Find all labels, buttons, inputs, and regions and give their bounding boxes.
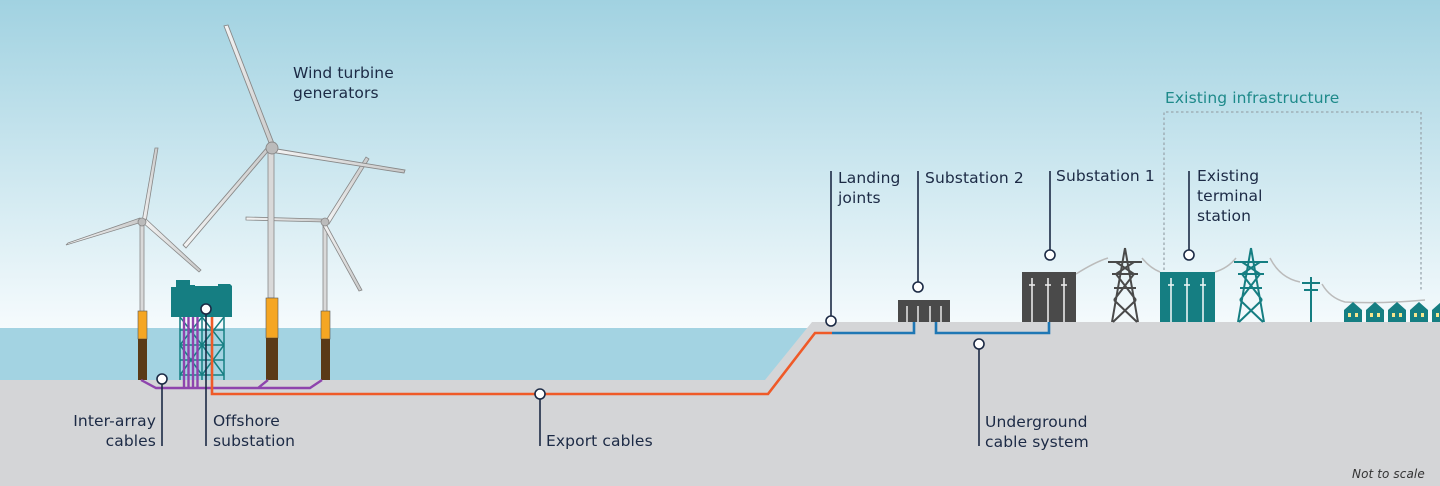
transmission-tower-teal	[1234, 247, 1268, 323]
substation-1-marker	[1044, 249, 1056, 261]
substation-2-marker	[912, 281, 924, 293]
terminal-station-marker	[1183, 249, 1195, 261]
overhead-lines	[1075, 257, 1426, 304]
existing-terminal-station	[1160, 272, 1215, 322]
label-substation-2: Substation 2	[925, 169, 1024, 187]
wind-turbine-3	[245, 156, 370, 380]
underground-cable	[832, 320, 1051, 335]
offshore-substation-marker	[200, 303, 212, 315]
substation-2	[898, 300, 950, 322]
sky	[0, 0, 1440, 330]
seabed-and-land	[0, 322, 1440, 486]
inter-array-cables	[140, 378, 323, 390]
utility-pole	[1302, 277, 1320, 322]
leader-markers	[156, 249, 1195, 400]
label-export-cables: Export cables	[546, 432, 653, 450]
leader-lines	[161, 171, 1190, 446]
landing-joints-marker	[825, 315, 837, 327]
inter-array-marker	[156, 373, 168, 385]
existing-infrastructure-boundary	[1163, 111, 1422, 292]
label-existing-terminal-station: Existing terminal station	[1197, 167, 1263, 225]
substation-1	[1022, 272, 1076, 322]
export-cable-marker	[534, 388, 546, 400]
house	[1366, 302, 1384, 322]
houses	[1344, 302, 1440, 322]
house	[1344, 302, 1362, 322]
label-landing-joints: Landing joints	[838, 169, 901, 207]
label-existing-infrastructure: Existing infrastructure	[1165, 89, 1340, 107]
wind-turbine-2	[182, 24, 406, 380]
transmission-tower-grey	[1108, 247, 1142, 323]
house	[1388, 302, 1406, 322]
house	[1410, 302, 1428, 322]
offshore-substation	[171, 280, 232, 388]
wind-turbine-1	[65, 147, 202, 380]
export-cable	[210, 317, 832, 396]
underground-cable-marker	[973, 338, 985, 350]
sea	[0, 328, 820, 388]
not-to-scale-note: Not to scale	[1352, 467, 1425, 481]
label-offshore-substation: Offshore substation	[213, 412, 296, 450]
label-wind-turbines: Wind turbine generators	[293, 64, 394, 102]
label-underground-cable-system: Underground cable system	[985, 413, 1089, 451]
label-inter-array-cables: Inter-array cables	[73, 412, 156, 450]
house	[1432, 302, 1440, 322]
label-substation-1: Substation 1	[1056, 167, 1155, 185]
